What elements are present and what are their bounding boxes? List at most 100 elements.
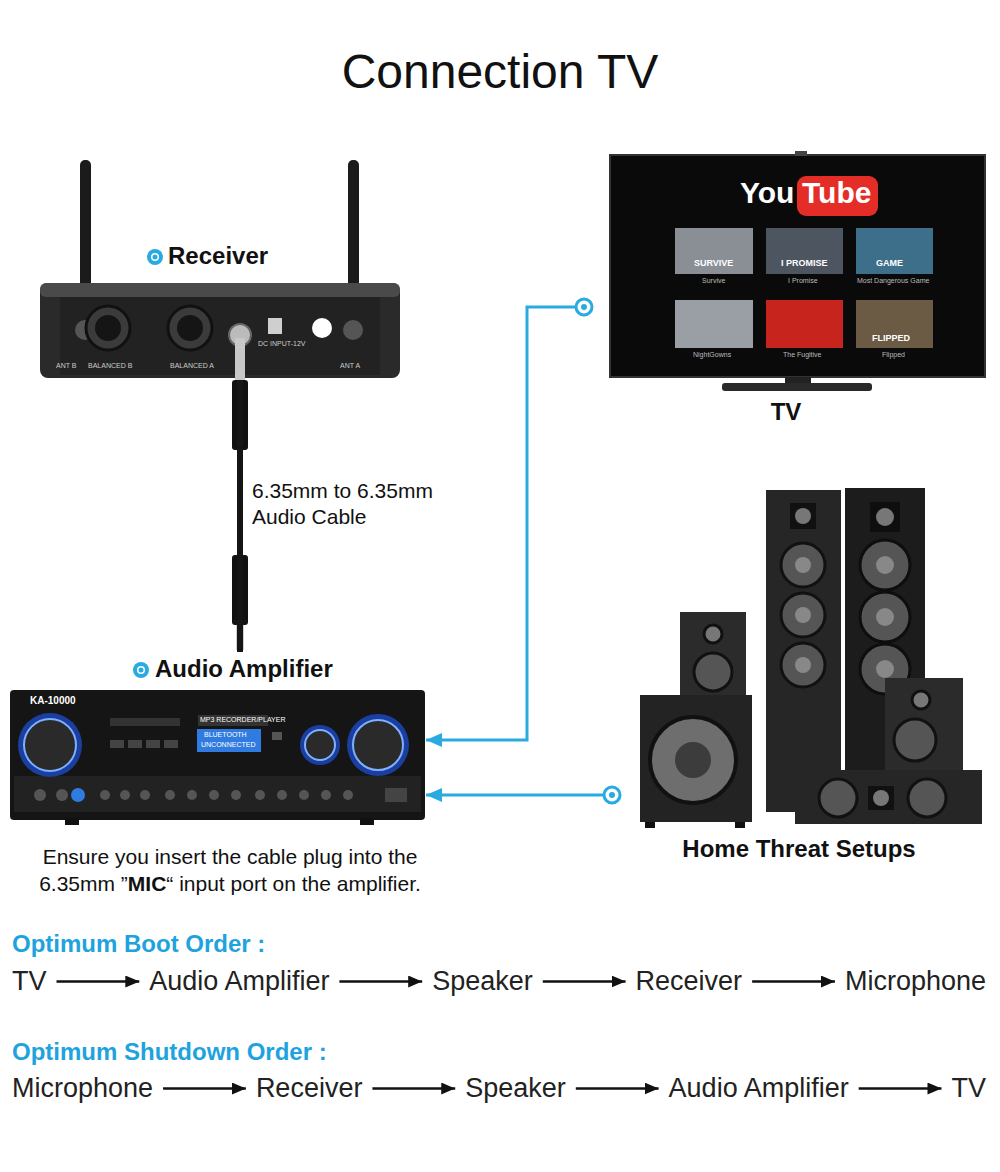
tv-screen: [675, 228, 753, 274]
label-dot: [133, 662, 149, 678]
speaker-set: [868, 786, 894, 810]
order-step: Speaker: [432, 966, 533, 997]
device-text: The Fugitive: [783, 351, 822, 358]
device-text: KA-10000: [30, 696, 76, 706]
node-label: Home Threat Setups: [612, 835, 986, 863]
order-step: Audio Amplifier: [149, 966, 329, 997]
tv-screen: [795, 151, 807, 156]
connector-dot: [609, 792, 615, 798]
speaker-set: [912, 691, 930, 709]
device-text: I PROMISE: [781, 259, 828, 268]
amplifier-device: [255, 790, 265, 800]
cable-label: 6.35mm to 6.35mm Audio Cable: [252, 478, 447, 531]
amplifier-device: [18, 713, 82, 777]
order-step: Audio Amplifier: [669, 1073, 849, 1104]
device-text: ANT B: [56, 362, 77, 369]
device-text: Flipped: [882, 351, 905, 358]
amplifier-device: [65, 818, 79, 825]
device-text: GAME: [876, 259, 903, 268]
speaker-set: [704, 625, 722, 643]
label-dot: [133, 249, 163, 678]
speaker-set: [876, 508, 894, 526]
amplifier-device: [10, 690, 425, 825]
device-text: ANT A: [340, 362, 360, 369]
order-arrow: [543, 980, 626, 983]
amplifier-device: [71, 788, 85, 802]
receiver-device: [80, 160, 91, 295]
order-arrow: [576, 1087, 659, 1090]
speaker-set: [735, 822, 745, 828]
speaker-set: [645, 822, 655, 828]
device-text: Tube: [802, 178, 871, 208]
order-row: MicrophoneReceiverSpeakerAudio Amplifier…: [12, 1073, 986, 1104]
note: Ensure you insert the cable plug into th…: [8, 843, 452, 898]
speaker-set: [781, 643, 825, 687]
tv-screen: [766, 228, 843, 274]
node-label: Audio Amplifier: [155, 655, 333, 683]
order-arrow: [339, 980, 422, 983]
order-step: Microphone: [845, 966, 986, 997]
amplifier-device: [353, 720, 403, 770]
speaker-set: [790, 503, 816, 529]
amplifier-device: [56, 789, 68, 801]
receiver-device: [168, 306, 212, 350]
speaker-set: [650, 717, 736, 803]
device-text: MP3 RECORDER/PLAYER: [200, 716, 285, 723]
speaker-set: [819, 779, 857, 817]
amplifier-device: [272, 732, 282, 740]
speaker-set: [675, 742, 711, 778]
node-label: TV: [584, 398, 988, 426]
speaker-set: [680, 612, 746, 702]
connector: [237, 380, 243, 652]
speaker-set: [870, 502, 900, 532]
amplifier-device: [347, 714, 409, 776]
speaker-set: [640, 488, 982, 828]
amplifier-device: [100, 790, 110, 800]
note-text: “ input port on the amplifier.: [166, 872, 420, 895]
speaker-set: [694, 653, 732, 691]
speaker-set: [795, 770, 982, 824]
amplifier-device: [110, 740, 124, 748]
label-dot: [137, 666, 145, 674]
tv-screen: [856, 300, 933, 348]
tv-screen: [675, 300, 753, 348]
amplifier-device: [34, 789, 46, 801]
amplifier-device: [110, 718, 180, 726]
tv-screen: [766, 300, 843, 348]
label-dot: [153, 255, 158, 260]
amplifier-device: [231, 790, 241, 800]
amplifier-device: [164, 740, 178, 748]
speaker-set: [894, 719, 936, 761]
connector: [426, 307, 584, 740]
device-text: BLUETOOTH: [204, 731, 247, 738]
receiver-device: [86, 306, 130, 350]
section-heading: Optimum Shutdown Order :: [12, 1038, 327, 1066]
device-text: SURVIVE: [694, 259, 733, 268]
order-step: Microphone: [12, 1073, 153, 1104]
order-arrow: [163, 1087, 246, 1090]
amplifier-device: [300, 725, 340, 765]
order-step: Receiver: [256, 1073, 363, 1104]
amplifier-device: [165, 790, 175, 800]
amplifier-device: [14, 776, 421, 812]
order-arrow: [57, 980, 140, 983]
tv-screen: [785, 377, 811, 383]
amplifier-device: [305, 730, 335, 760]
amplifier-device: [24, 719, 76, 771]
receiver-device: [40, 160, 400, 378]
receiver-device: [348, 160, 359, 295]
amplifier-device: [10, 690, 425, 820]
speaker-set: [795, 657, 811, 673]
speaker-set: [795, 508, 811, 524]
order-step: TV: [951, 1073, 986, 1104]
amplifier-device: [128, 740, 142, 748]
device-text: BALANCED A: [170, 362, 214, 369]
section-heading: Optimum Boot Order :: [12, 930, 265, 958]
device-text: You: [740, 178, 794, 208]
order-arrow: [859, 1087, 942, 1090]
speaker-set: [876, 660, 894, 678]
receiver-device: [95, 315, 121, 341]
speaker-set: [640, 695, 752, 822]
order-step: Receiver: [636, 966, 743, 997]
title: Connection TV: [0, 44, 1000, 99]
